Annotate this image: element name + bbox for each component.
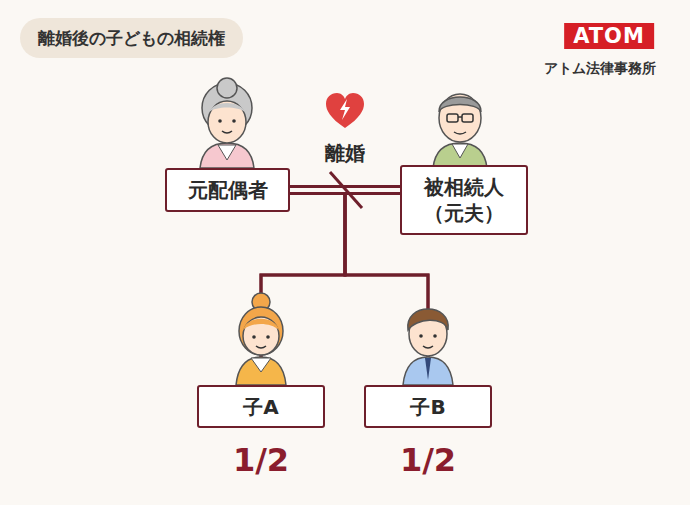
person-name: 子B — [410, 394, 445, 420]
decedent-figure — [433, 94, 487, 168]
divorce-slash — [330, 172, 362, 208]
descent-line — [261, 190, 400, 385]
person-name: 元配偶者 — [188, 177, 268, 203]
share-fraction: 1/2 — [233, 441, 289, 479]
logo-mark: ATOM — [564, 23, 654, 49]
divorce-label: 離婚 — [323, 140, 367, 167]
descent-line — [261, 190, 345, 385]
person-name: 被相続人 （元夫） — [412, 174, 516, 226]
firm-name: アトム法律事務所 — [544, 60, 656, 78]
person-box: 子B — [364, 385, 492, 428]
person-box: 被相続人 （元夫） — [400, 165, 528, 235]
share-fraction: 1/2 — [400, 441, 456, 479]
heart-icon — [326, 93, 364, 128]
person-box: 子A — [197, 385, 325, 428]
person-name: 子A — [243, 394, 278, 420]
ex-spouse-figure — [200, 78, 254, 168]
title-pill: 離婚後の子どもの相続権 — [20, 18, 243, 58]
child-b-figure — [403, 309, 453, 385]
person-box: 元配偶者 — [165, 168, 290, 212]
child-a-figure — [236, 293, 286, 385]
